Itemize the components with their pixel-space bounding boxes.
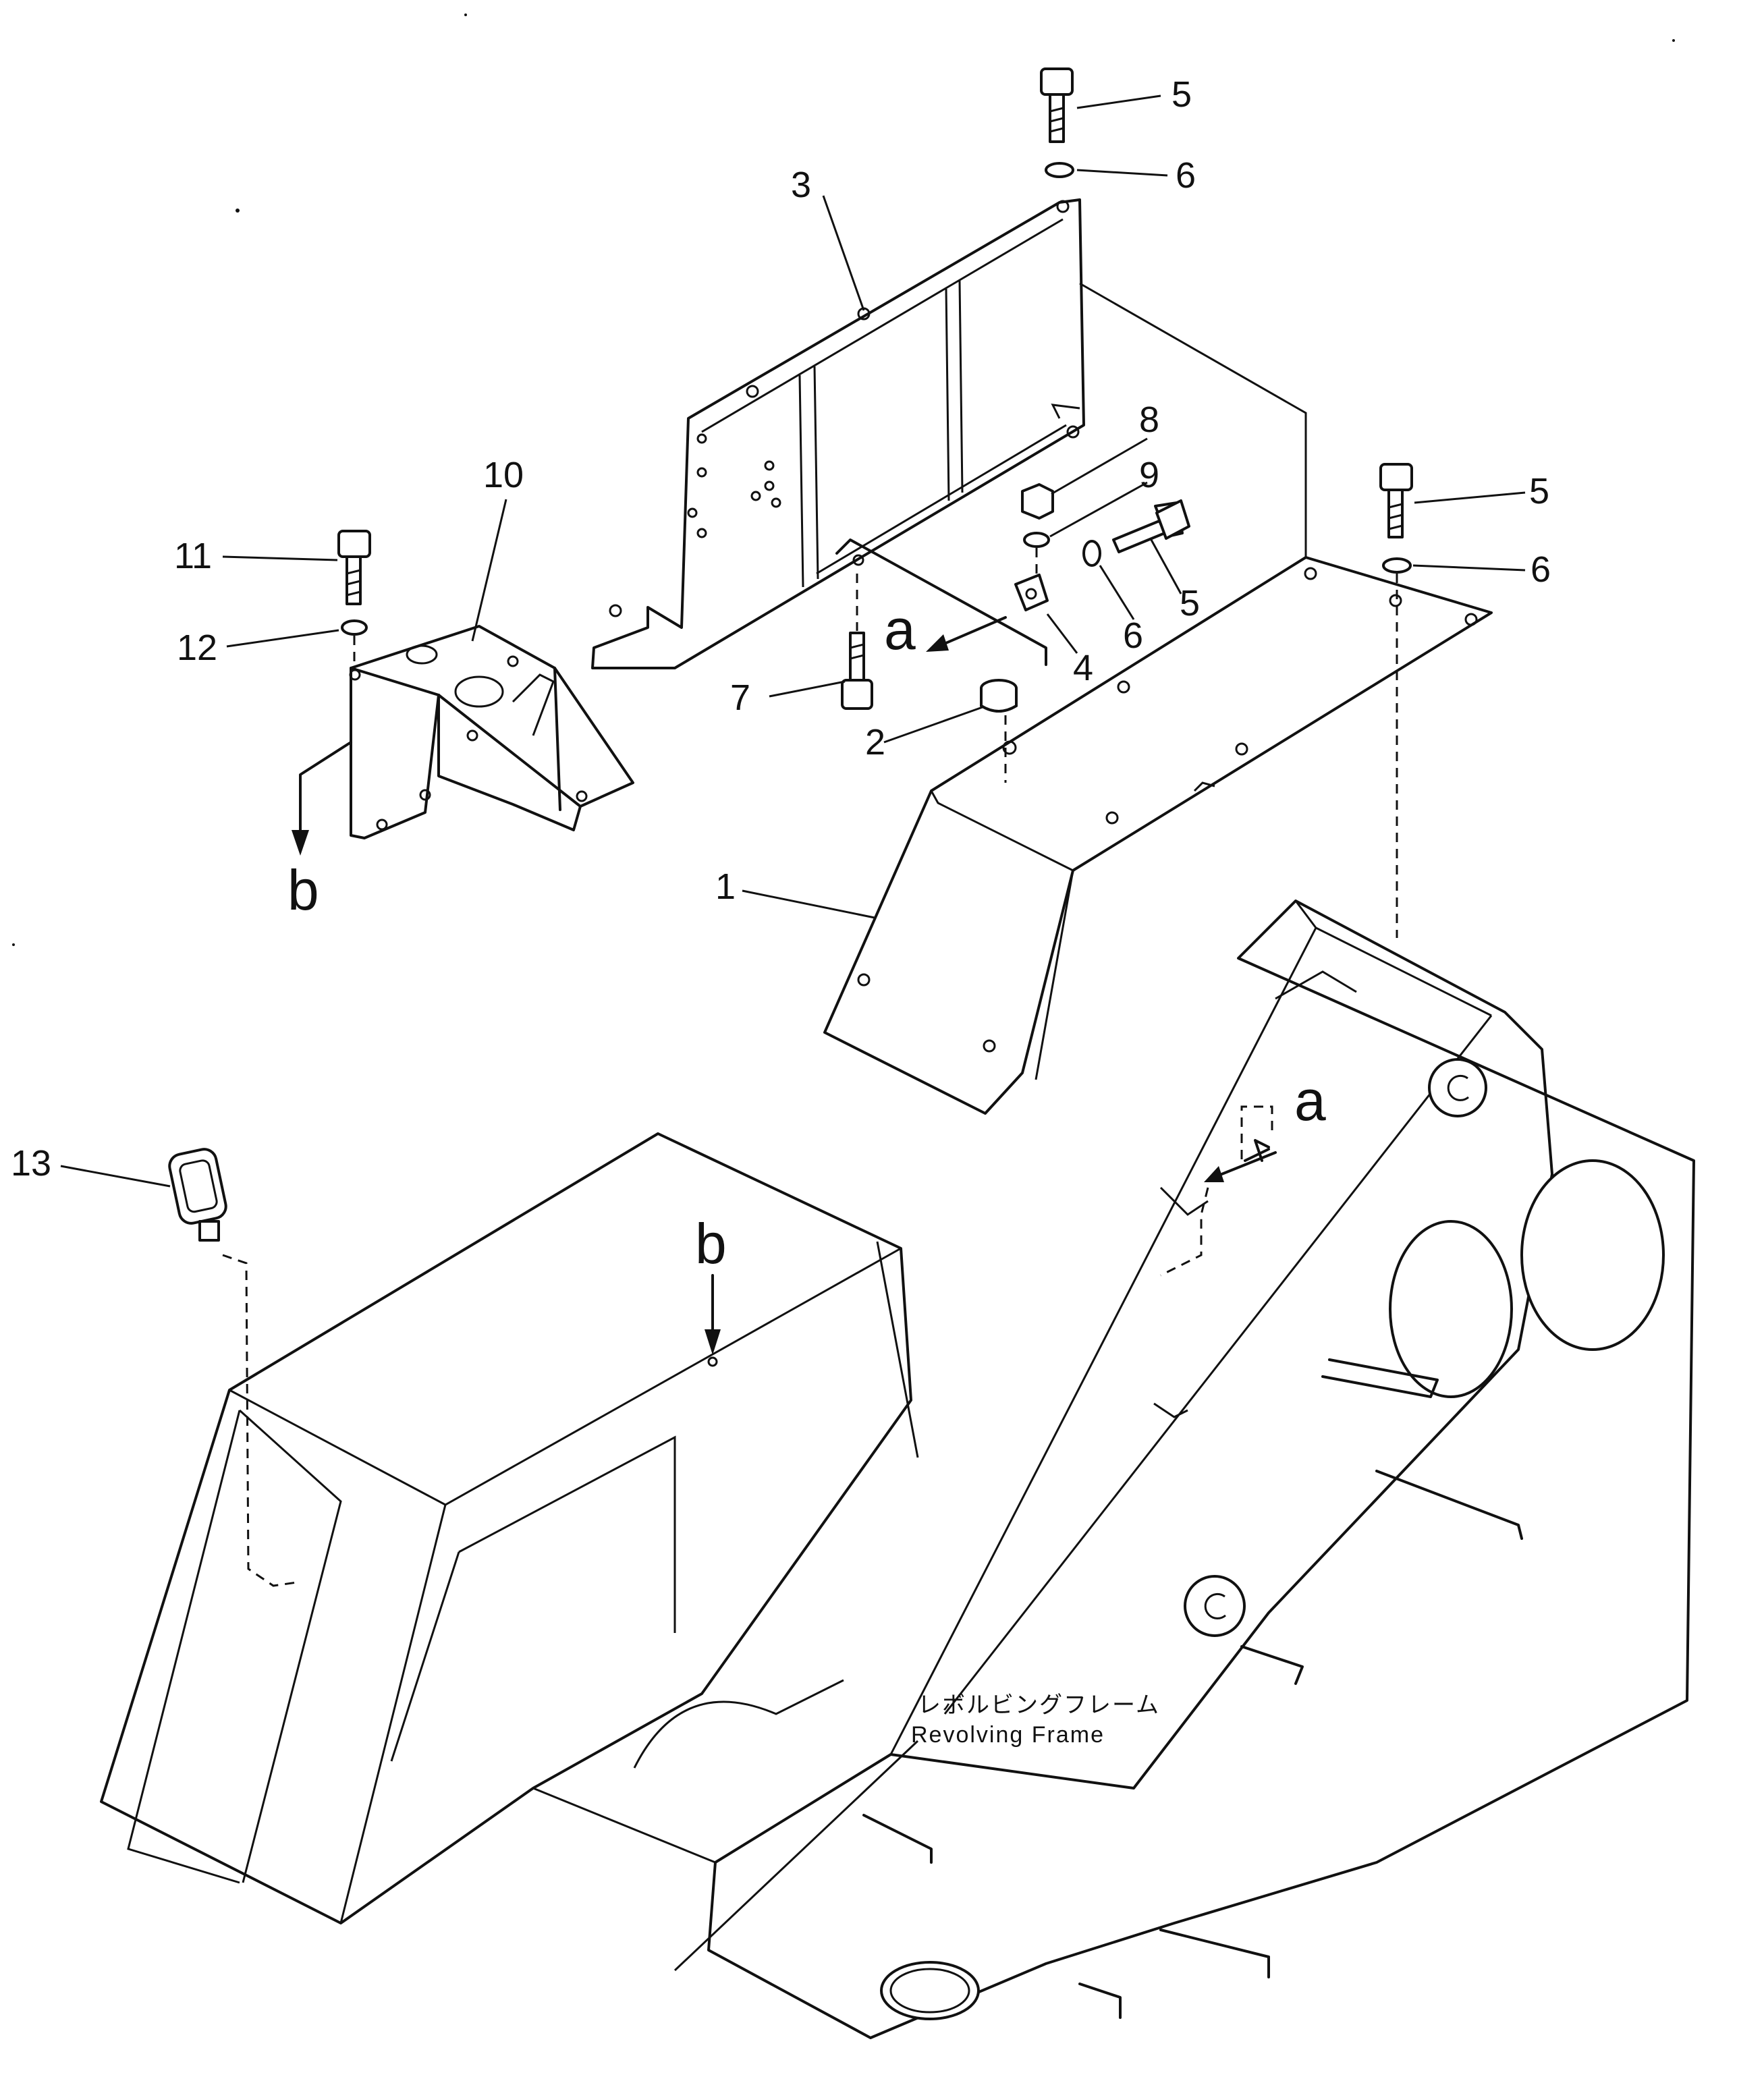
- bolt-5-top: [1040, 67, 1074, 143]
- callout-7: 7: [730, 677, 750, 718]
- callout-3: 3: [791, 165, 811, 205]
- callout-6-top: 6: [1176, 155, 1196, 196]
- view-arrow-a-lower: [1160, 1105, 1277, 1277]
- view-letter-b-upper: b: [287, 858, 319, 922]
- bolt-5-right: [1379, 463, 1413, 538]
- bolt-11: [337, 530, 371, 605]
- mirror-13: [168, 1148, 227, 1242]
- part-3-panel: [591, 198, 1085, 669]
- callout-13: 13: [11, 1143, 51, 1184]
- bolt-7: [841, 632, 873, 710]
- view-letter-b-lower: b: [695, 1212, 727, 1275]
- callout-11: 11: [174, 536, 212, 576]
- caption-english: Revolving Frame: [911, 1722, 1105, 1748]
- plug-2: [980, 679, 1018, 713]
- view-letter-a-lower: a: [1294, 1069, 1326, 1132]
- callout-12: 12: [177, 628, 217, 668]
- washer-6-top: [1045, 162, 1074, 178]
- callout-1: 1: [715, 866, 736, 907]
- washer-6-middle: [1082, 540, 1101, 567]
- part-10-bracket: [349, 625, 634, 839]
- leader-lines: [60, 94, 1526, 1188]
- part-1-cover: [823, 282, 1493, 1115]
- washer-6-right: [1382, 557, 1412, 574]
- callout-6-middle: 6: [1123, 615, 1143, 656]
- revolving-frame: [100, 899, 1695, 2039]
- washer-12: [341, 619, 368, 636]
- nut-8: [1021, 483, 1054, 520]
- bolt-5-middle: [1112, 499, 1190, 553]
- callout-5-right: 5: [1529, 471, 1549, 511]
- callout-5-top: 5: [1172, 74, 1192, 115]
- view-arrow-b-lower: [705, 1274, 721, 1367]
- callout-5-middle: 5: [1180, 583, 1200, 623]
- callout-4: 4: [1073, 648, 1093, 688]
- callout-2: 2: [865, 722, 885, 763]
- caption-japanese: レボルビングフレーム: [918, 1692, 1160, 1718]
- part-4-bracket: [835, 538, 1049, 666]
- view-arrow-b-upper: [292, 741, 352, 856]
- callout-10: 10: [483, 455, 524, 495]
- callout-8: 8: [1139, 399, 1159, 440]
- view-letter-a-upper: a: [884, 598, 916, 661]
- view-arrow-a-upper: [926, 616, 1007, 652]
- callout-6-right: 6: [1531, 549, 1551, 590]
- callout-9: 9: [1139, 455, 1159, 495]
- washer-9: [1023, 532, 1050, 548]
